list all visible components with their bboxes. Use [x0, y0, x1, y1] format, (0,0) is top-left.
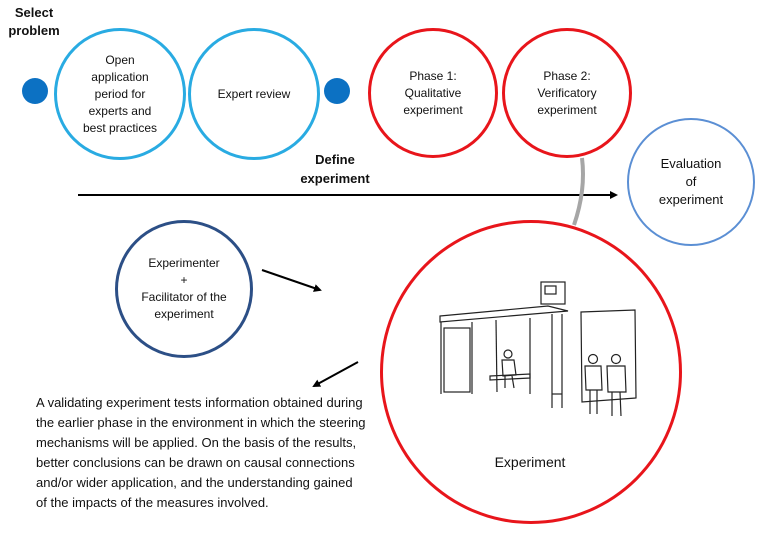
circle-text: experts and: [88, 103, 152, 118]
circle-text: Facilitator of the: [141, 290, 227, 304]
circle-text: Expert review: [217, 86, 291, 101]
circle-text: experiment: [403, 102, 463, 117]
circle-text: best practices: [82, 120, 158, 135]
circle-text: experiment: [154, 307, 214, 321]
phase-1-circle: Phase 1: Qualitative experiment: [368, 28, 498, 158]
phase-2-circle: Phase 2: Verificatory experiment: [502, 28, 632, 158]
midpoint-dot: [324, 78, 350, 104]
circle-text: period for: [94, 86, 146, 101]
select-problem-line-2: problem: [8, 23, 60, 38]
open-application-circle: Open application period for experts and …: [54, 28, 186, 160]
bus-stop-illustration: [439, 281, 637, 417]
circle-text: +: [180, 273, 188, 287]
expert-review-circle: Expert review: [188, 28, 320, 160]
define-experiment-label: Define experiment: [290, 150, 380, 188]
evaluation-circle: Evaluation of experiment: [627, 118, 755, 246]
circle-text: Open: [105, 52, 135, 67]
circle-text: Verificatory: [537, 85, 597, 100]
circle-text: experiment: [658, 192, 724, 207]
select-problem-line-1: Select: [14, 5, 54, 20]
select-problem-label: Select problem: [4, 4, 64, 40]
define-experiment-line-2: experiment: [300, 171, 370, 186]
description-arrow: [312, 361, 359, 387]
circle-text: Phase 2:: [543, 68, 591, 83]
phase-to-experiment-connector: [572, 157, 585, 226]
circle-text: Qualitative: [404, 85, 462, 100]
experimenter-arrow: [261, 269, 322, 292]
circle-text: Evaluation: [660, 156, 722, 171]
start-dot: [22, 78, 48, 104]
experiment-label: Experiment: [494, 454, 566, 470]
experimenter-circle: Experimenter + Facilitator of the experi…: [115, 220, 253, 358]
circle-text: experiment: [537, 102, 597, 117]
define-experiment-line-1: Define: [315, 152, 355, 167]
circle-text: application: [91, 69, 149, 84]
circle-text: Experimenter: [148, 256, 220, 270]
experiment-description: A validating experiment tests informatio…: [36, 395, 366, 510]
circle-text: of: [685, 174, 697, 189]
circle-text: Phase 1:: [409, 68, 457, 83]
